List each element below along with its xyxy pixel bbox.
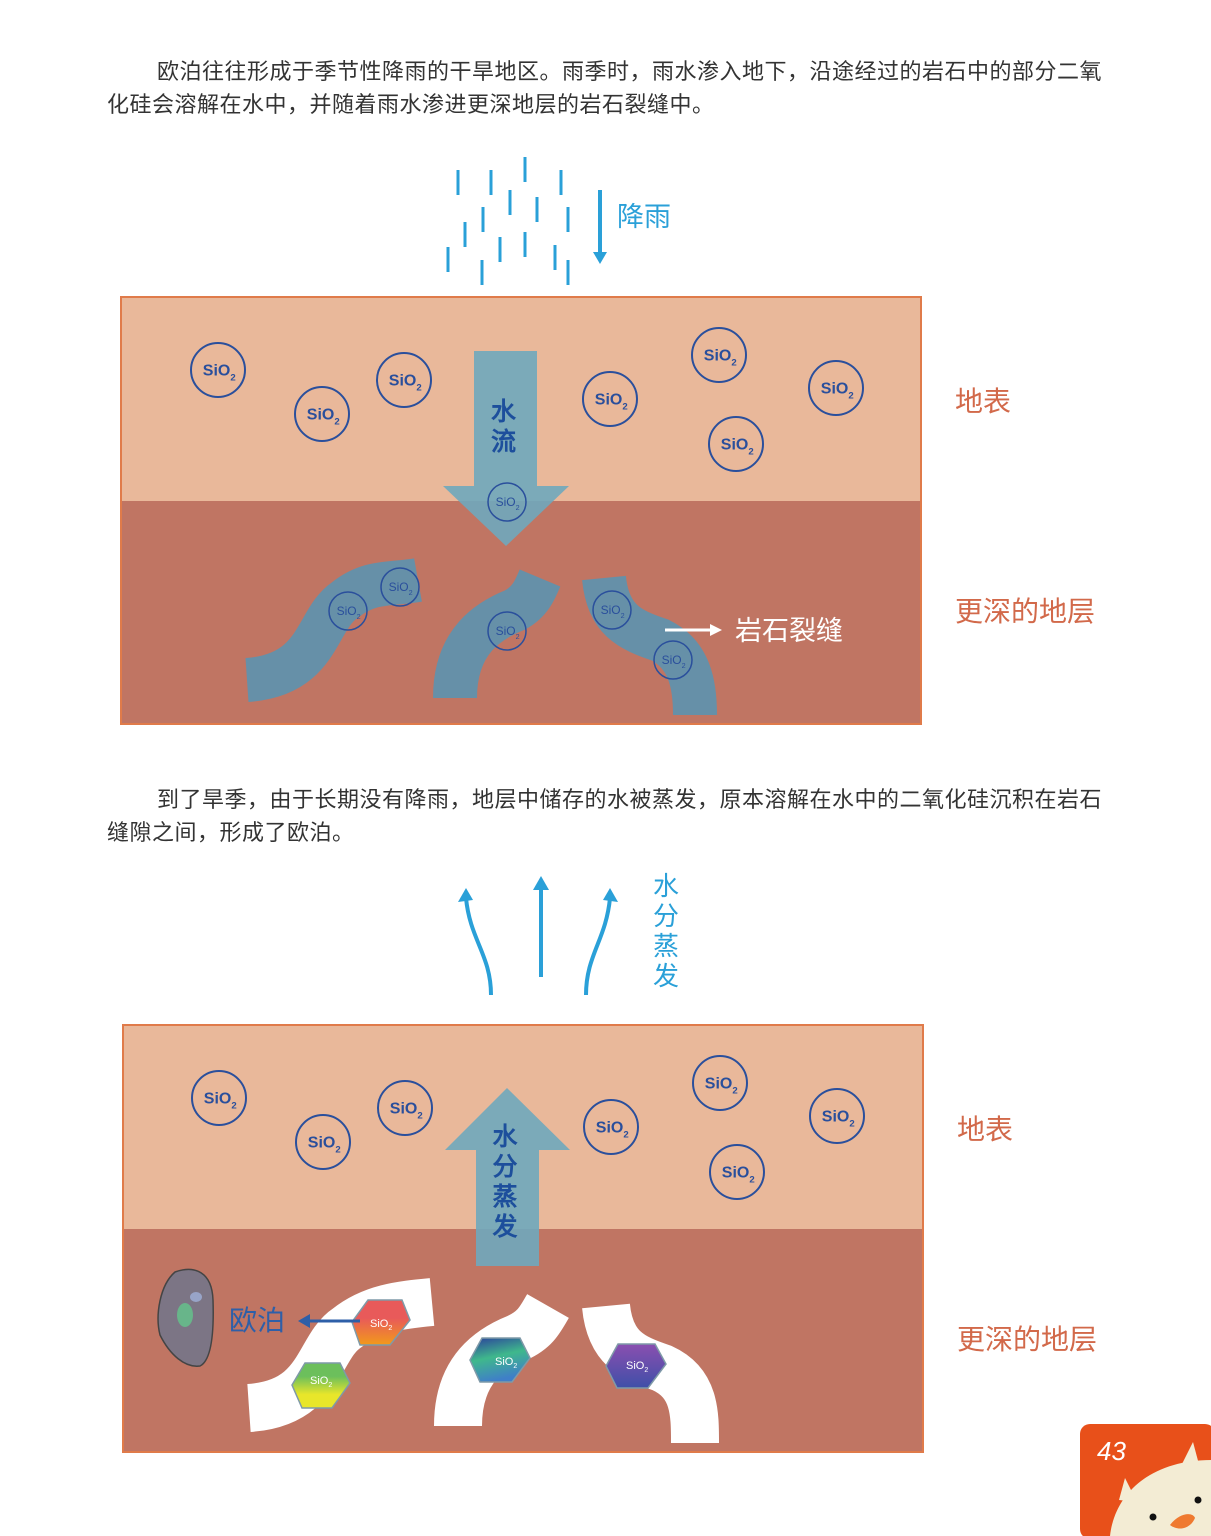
svg-text:水流: 水流 [491, 398, 517, 456]
sio2-molecule-circle [191, 1070, 247, 1126]
sio2-molecule-circle [592, 590, 632, 630]
sio2-molecule-label: SiO2 [203, 363, 236, 384]
diagram-rainy-season: 降雨 水流 SiO2SiO2SiO2SiO2SiO2SiO2SiO2SiO2Si… [120, 157, 922, 725]
opal-deposit [469, 1337, 531, 1383]
flow-label-2: 流 [491, 428, 516, 456]
crack-arrow-icon [665, 624, 722, 636]
sio2-molecule-label: SiO2 [722, 1165, 755, 1186]
paragraph-dry-season: 到了旱季，由于长期没有降雨，地层中储存的水被蒸发，原本溶解在水中的二氧化硅沉积在… [107, 788, 1103, 846]
evaporation-arrows-icon [458, 876, 618, 996]
sio2-molecule-circle [380, 567, 420, 607]
sio2-molecule-label: SiO2 [389, 373, 422, 394]
opal-deposits [291, 1299, 667, 1409]
sio2-molecule-circle [808, 360, 864, 416]
page-number: 43 [1097, 1436, 1126, 1466]
opal-arrow-icon [298, 1314, 360, 1328]
surface-label: 地表 [957, 1113, 1014, 1146]
sio2-molecule-circle [487, 482, 527, 522]
opal-label: SiO2 [495, 1356, 517, 1370]
sio2-molecule-label: SiO2 [337, 604, 361, 621]
opal-rock-image [157, 1268, 214, 1367]
sio2-molecule-label: SiO2 [308, 1135, 341, 1156]
sio2-molecule-circle [691, 327, 747, 383]
sio2-molecule-label: SiO2 [389, 580, 413, 597]
molecules-rainy: SiO2SiO2SiO2SiO2SiO2SiO2SiO2SiO2SiO2SiO2… [190, 327, 864, 680]
sio2-molecule-circle [583, 1099, 639, 1155]
water-flow-arrow [443, 351, 569, 546]
diagram-dry-season: SiO2 SiO2 SiO2 SiO2 SiO2SiO2SiO2SiO2SiO2… [122, 876, 924, 1453]
deep-layer-label: 更深的地层 [957, 1323, 1098, 1356]
sio2-molecule-label: SiO2 [662, 653, 686, 670]
sio2-molecule-circle [377, 1080, 433, 1136]
crack-label: 岩石裂缝 [735, 616, 843, 646]
sio2-molecule-label: SiO2 [822, 1109, 855, 1130]
opal-deposit [605, 1343, 667, 1389]
sio2-molecule-label: SiO2 [596, 1120, 629, 1141]
evaporation-arrow-label: 水分蒸发 [492, 1122, 518, 1241]
evaporation-label: 水分蒸发 [652, 872, 679, 992]
opal-label: SiO2 [370, 1318, 392, 1332]
sio2-molecule-circle [708, 416, 764, 472]
surface-label: 地表 [955, 385, 1012, 418]
sio2-molecule-label: SiO2 [496, 624, 520, 641]
sio2-molecule-label: SiO2 [390, 1101, 423, 1122]
sio2-molecule-circle [487, 611, 527, 651]
sio2-molecule-label: SiO2 [705, 1076, 738, 1097]
rain-label: 降雨 [617, 202, 671, 232]
sio2-molecule-label: SiO2 [204, 1091, 237, 1112]
opal-label: SiO2 [626, 1360, 648, 1374]
sio2-molecule-circle [709, 1144, 765, 1200]
sio2-molecule-label: SiO2 [821, 381, 854, 402]
sio2-molecule-circle [809, 1088, 865, 1144]
evaporation-arrow [445, 1088, 570, 1266]
sio2-molecule-circle [582, 371, 638, 427]
paragraph-rainy-season: 欧泊往往形成于季节性降雨的干旱地区。雨季时，雨水渗入地下，沿途经过的岩石中的部分… [107, 60, 1103, 118]
sio2-molecule-label: SiO2 [704, 348, 737, 369]
sio2-molecule-circle [295, 1114, 351, 1170]
opal-deposit [291, 1362, 351, 1409]
sio2-molecule-circle [294, 386, 350, 442]
sio2-molecule-circle [190, 342, 246, 398]
flow-label-1: 水 [491, 398, 517, 426]
rain-drops-icon [446, 157, 570, 285]
sio2-molecule-label: SiO2 [307, 407, 340, 428]
rain-arrow-icon [593, 190, 607, 264]
page-corner-cat: 43 [1080, 1424, 1211, 1536]
sio2-molecule-circle [692, 1055, 748, 1111]
sio2-molecule-circle [376, 352, 432, 408]
sio2-molecule-circle [328, 591, 368, 631]
sio2-molecule-label: SiO2 [601, 603, 625, 620]
sio2-molecule-label: SiO2 [595, 392, 628, 413]
opal-label: SiO2 [310, 1375, 332, 1389]
sio2-molecule-circle [653, 640, 693, 680]
deep-layer-label: 更深的地层 [955, 595, 1096, 628]
opal-label: 欧泊 [229, 1305, 285, 1336]
sio2-molecule-label: SiO2 [721, 437, 754, 458]
sio2-molecule-label: SiO2 [496, 495, 520, 512]
